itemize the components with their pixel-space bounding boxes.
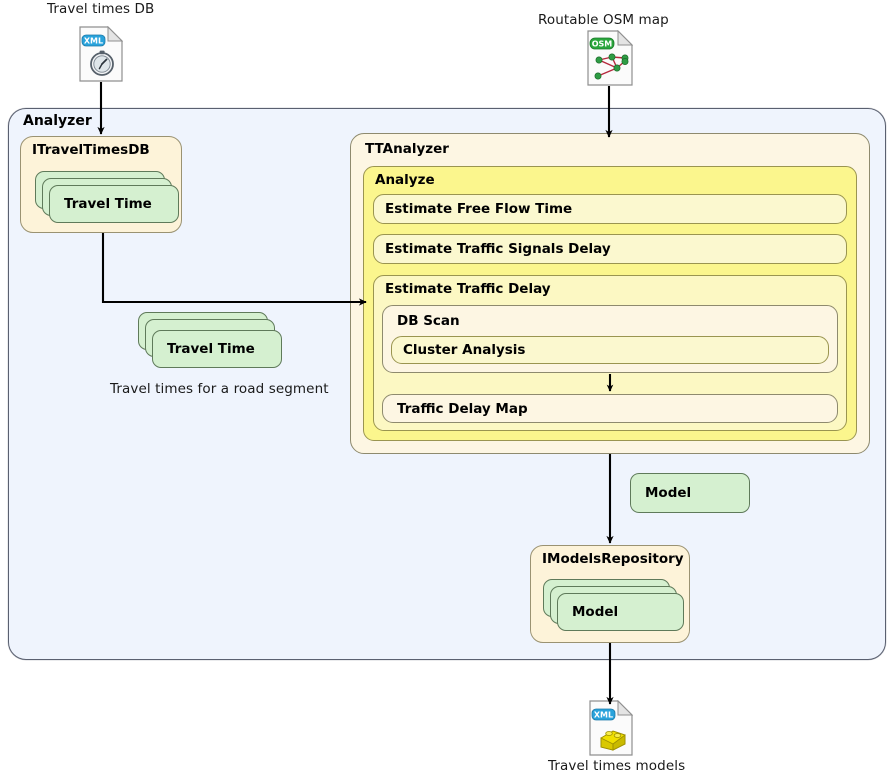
xml-brick-icon: XML — [589, 699, 634, 760]
estimate-free-flow-time-label: Estimate Free Flow Time — [385, 201, 573, 217]
ttanalyzer-label: TTAnalyzer — [365, 141, 449, 157]
step-estimate-traffic-signals-delay: Estimate Traffic Signals Delay — [373, 234, 847, 264]
db-scan-label: DB Scan — [397, 313, 460, 329]
travel-time-artifact-itraveltimesdb: Travel Time — [49, 185, 179, 223]
step-cluster-analysis: Cluster Analysis — [391, 336, 829, 364]
travel-times-models-caption: Travel times models — [548, 758, 686, 774]
model-artifact-label: Model — [645, 485, 692, 501]
svg-text:XML: XML — [594, 711, 613, 720]
analyze-label: Analyze — [375, 172, 435, 188]
segment-travel-time-label: Travel Time — [167, 341, 255, 357]
analyzer-label: Analyzer — [23, 113, 92, 129]
xml-stopwatch-icon: XML — [79, 25, 124, 86]
cluster-analysis-label: Cluster Analysis — [403, 342, 526, 358]
estimate-traffic-delay-label: Estimate Traffic Delay — [385, 281, 551, 297]
routable-osm-map-caption: Routable OSM map — [538, 12, 669, 28]
step-estimate-free-flow-time: Estimate Free Flow Time — [373, 194, 847, 224]
imodelsrepository-label: IModelsRepository — [542, 551, 684, 567]
model-repo-label: Model — [572, 604, 619, 620]
estimate-traffic-signals-delay-label: Estimate Traffic Signals Delay — [385, 241, 611, 257]
model-artifact-imodelsrepository: Model — [557, 593, 684, 631]
travel-times-db-caption: Travel times DB — [47, 1, 155, 17]
travel-time-label: Travel Time — [64, 196, 152, 212]
traffic-delay-map-label: Traffic Delay Map — [397, 400, 528, 417]
svg-text:XML: XML — [84, 37, 103, 46]
travel-times-road-segment-caption: Travel times for a road segment — [110, 381, 329, 397]
model-artifact-free: Model — [630, 473, 750, 513]
itraveltimesdb-label: ITravelTimesDB — [32, 142, 150, 158]
osm-graph-icon: OSM — [587, 29, 634, 90]
svg-text:OSM: OSM — [592, 40, 613, 49]
step-traffic-delay-map: Traffic Delay Map — [382, 394, 838, 423]
segment-travel-time-artifact: Travel Time — [152, 330, 282, 368]
